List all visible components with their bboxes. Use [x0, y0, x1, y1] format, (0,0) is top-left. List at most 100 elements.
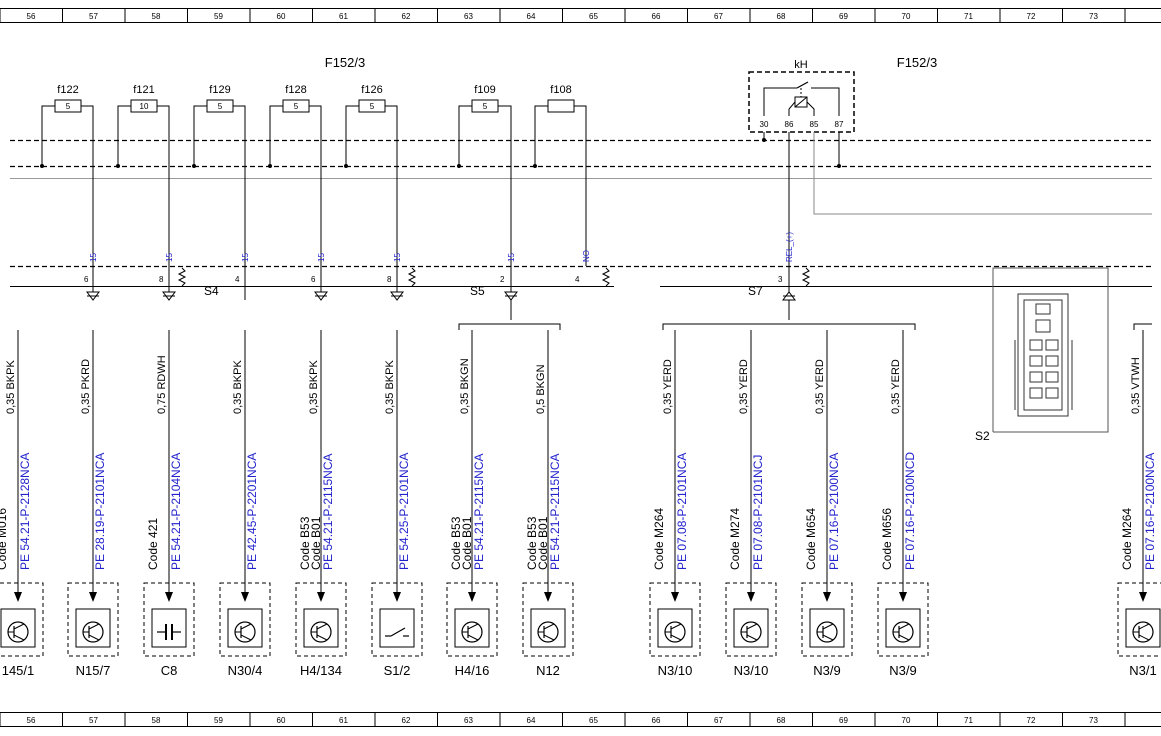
wire-spec: 0,35 YERD [738, 359, 750, 414]
fuse-f128: f128 5 [269, 84, 322, 140]
ruler-number: 69 [839, 12, 848, 21]
ruler-number: 63 [464, 12, 473, 21]
ruler-number: 56 [27, 12, 36, 21]
ruler-number: 68 [777, 716, 786, 725]
symbol-frame [0, 608, 36, 648]
fuse-name: f128 [285, 84, 306, 96]
component-label: N3/10 [734, 663, 769, 678]
connector-S7: S7 3 [748, 267, 811, 298]
component-label: N3/1 [1129, 663, 1156, 678]
wire-spec: 0,35 PKRD [80, 359, 92, 414]
wire-spec: 0,75 RDWH [156, 355, 168, 414]
ruler-number: 62 [402, 716, 411, 725]
ruler-number: 59 [214, 716, 223, 725]
wire-arrow [241, 592, 249, 602]
component-box [446, 582, 498, 657]
code-label: Code M264 [652, 508, 666, 570]
symbol-frame [75, 608, 111, 648]
terminal-tag: 15 [89, 253, 98, 262]
wire-arrow [393, 592, 401, 602]
block-label-left: F152/3 [325, 55, 365, 70]
wire-arrow [671, 592, 679, 602]
fuse-name: f108 [550, 84, 571, 96]
ruler-number: 72 [1027, 12, 1036, 21]
code-label: Code M274 [728, 508, 742, 570]
component-box [801, 582, 853, 657]
fuse-rating: 5 [370, 102, 375, 111]
fuse-f121: f121 10 [117, 84, 170, 140]
terminal-tags: 15 15 15 15 15 15 NO REL_(+) [89, 232, 794, 262]
terminal-tag: 15 [165, 253, 174, 262]
code-label: Code B53 [525, 516, 539, 570]
fuse-rating: 5 [294, 102, 299, 111]
component-label: N15/7 [76, 663, 111, 678]
symbol-frame [530, 608, 566, 648]
wire-reference: PE 07.16-P-2100NCA [1143, 453, 1157, 570]
connector-S2: S2 [975, 267, 1109, 443]
terminal-tag: 15 [241, 253, 250, 262]
ruler-number: 57 [89, 12, 98, 21]
terminal-tag: NO [582, 250, 591, 262]
terminal-tag: REL_(+) [785, 232, 794, 262]
wire-reference: PE 54.21-P-2115NCA [472, 453, 486, 570]
symbol-frame [227, 608, 263, 648]
code-label: Code B53 [298, 516, 312, 570]
symbol-frame [379, 608, 415, 648]
wire-spec: 0,35 YERD [814, 359, 826, 414]
ruler-number: 73 [1089, 12, 1098, 21]
fuse-rating: 5 [483, 102, 488, 111]
code-label: Code M016 [0, 508, 9, 570]
component-box [295, 582, 347, 657]
pin-number: 8 [387, 275, 392, 284]
component-label: N12 [536, 663, 560, 678]
ruler-number: 72 [1027, 716, 1036, 725]
fuse-f109: f109 5 [458, 84, 512, 140]
symbol-frame [809, 608, 845, 648]
fuse-rating: 10 [140, 102, 149, 111]
component-box [0, 582, 44, 657]
wire-arrow [14, 592, 22, 602]
ruler-number: 66 [652, 716, 661, 725]
wire-reference: PE 07.08-P-2101NCJ [751, 455, 765, 570]
symbol-frame [454, 608, 490, 648]
ruler-number: 71 [964, 12, 973, 21]
pin-number: 6 [311, 275, 316, 284]
relay-pin-87: 87 [835, 120, 844, 129]
code-label: Code B01 [460, 516, 474, 570]
fuse-f122: f122 5 [41, 84, 94, 140]
fuse-name: f126 [361, 84, 382, 96]
code-label: Code M264 [1120, 508, 1134, 570]
relay-pin-30: 30 [760, 120, 769, 129]
ruler-number: 62 [402, 12, 411, 21]
wire-reference: PE 54.21-P-2104NCA [169, 453, 183, 570]
symbol-frame [657, 608, 693, 648]
ruler-number: 64 [527, 12, 536, 21]
component-box [371, 582, 423, 657]
ruler-number: 68 [777, 12, 786, 21]
ruler-number: 58 [152, 716, 161, 725]
ruler-number: 61 [339, 12, 348, 21]
wire-reference: PE 54.21-P-2115NCA [548, 453, 562, 570]
ruler-number: 60 [277, 716, 286, 725]
fuse-name: f109 [474, 84, 495, 96]
wire-spec: 0,35 BKPK [232, 360, 244, 414]
block-label-right: F152/3 [897, 55, 937, 70]
symbol-frame [303, 608, 339, 648]
symbol-frame [733, 608, 769, 648]
pin-number: 3 [778, 275, 783, 284]
component-label: S1/2 [384, 663, 411, 678]
feed-lines [92, 140, 587, 266]
component-box [877, 582, 929, 657]
wire-arrow [544, 592, 552, 602]
code-label: Code B01 [309, 516, 323, 570]
ruler-number: 71 [964, 716, 973, 725]
component-box [67, 582, 119, 657]
fuse-name: f121 [133, 84, 154, 96]
ruler-number: 64 [527, 716, 536, 725]
